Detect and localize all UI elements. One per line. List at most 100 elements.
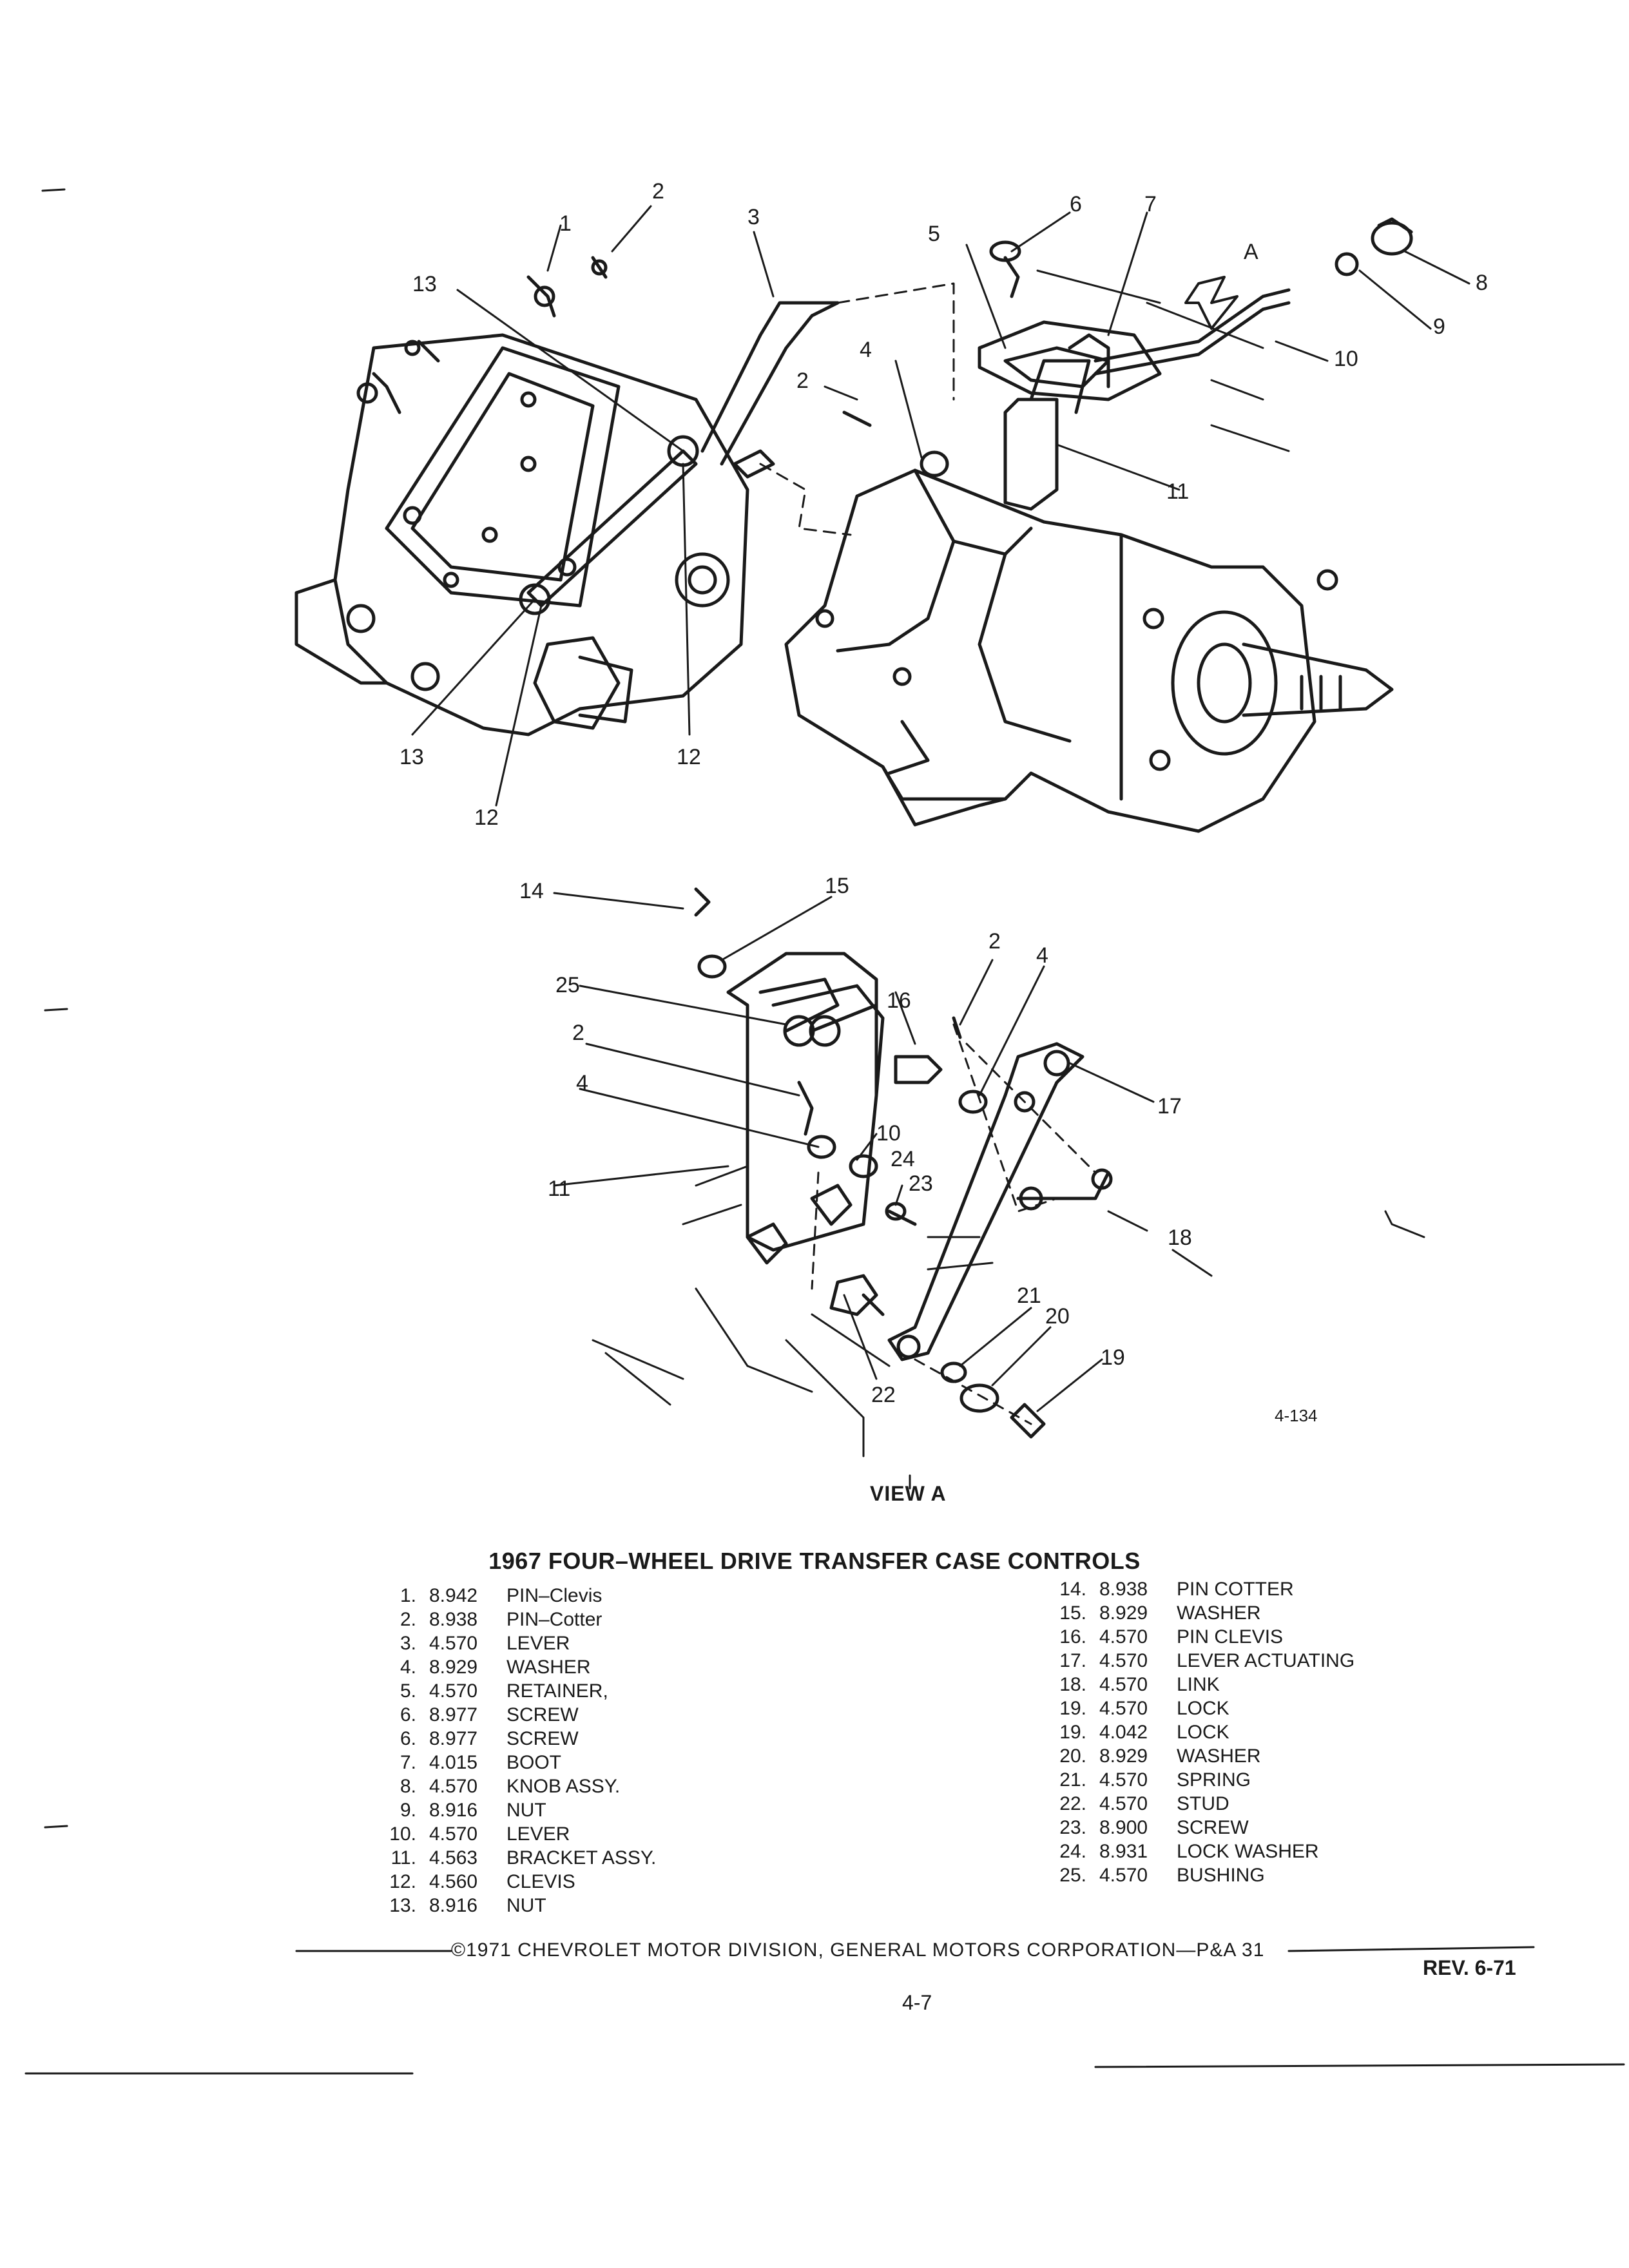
callout-23: 23 bbox=[909, 1171, 933, 1196]
part-number: 15. bbox=[1059, 1602, 1086, 1624]
part-name: PIN CLEVIS bbox=[1177, 1626, 1284, 1648]
part-number: 8. bbox=[400, 1776, 416, 1797]
part-name: SCREW bbox=[506, 1728, 579, 1749]
part-number: 16. bbox=[1059, 1626, 1086, 1648]
part-code: 8.929 bbox=[1099, 1745, 1148, 1767]
part-number: 6. bbox=[400, 1704, 416, 1725]
callout-17: 17 bbox=[1157, 1094, 1182, 1119]
part-code: 4.570 bbox=[1099, 1769, 1148, 1791]
part-code: 4.570 bbox=[1099, 1865, 1148, 1886]
part-code: 8.929 bbox=[1099, 1602, 1148, 1624]
part-name: BOOT bbox=[506, 1752, 562, 1773]
callout-13-lower: 13 bbox=[400, 745, 424, 769]
parts-list-row: 7. 4.015 BOOT bbox=[378, 1751, 656, 1774]
part-number: 1. bbox=[400, 1585, 416, 1606]
callout-15: 15 bbox=[825, 874, 849, 898]
part-name: LEVER ACTUATING bbox=[1177, 1650, 1355, 1671]
part-number: 2. bbox=[400, 1609, 416, 1630]
part-name: SPRING bbox=[1177, 1769, 1251, 1791]
callout-18: 18 bbox=[1168, 1225, 1192, 1250]
part-number: 19. bbox=[1059, 1698, 1086, 1719]
part-name: PIN–Cotter bbox=[506, 1609, 602, 1630]
part-number: 7. bbox=[400, 1752, 416, 1773]
part-number: 20. bbox=[1059, 1745, 1086, 1767]
callout-1: 1 bbox=[559, 211, 572, 236]
part-name: SCREW bbox=[1177, 1817, 1249, 1838]
part-code: 4.560 bbox=[429, 1871, 478, 1892]
part-code: 4.570 bbox=[429, 1776, 478, 1797]
part-name: PIN COTTER bbox=[1177, 1579, 1294, 1600]
part-code: 4.042 bbox=[1099, 1722, 1148, 1743]
part-number: 4. bbox=[400, 1657, 416, 1678]
copyright-footer: ©1971 CHEVROLET MOTOR DIVISION, GENERAL … bbox=[451, 1939, 1265, 1961]
callout-20: 20 bbox=[1045, 1304, 1070, 1329]
callout-25: 25 bbox=[555, 973, 580, 997]
callout-4-left: 4 bbox=[576, 1071, 588, 1095]
part-name: KNOB ASSY. bbox=[506, 1776, 621, 1797]
parts-list-row: 2. 8.938 PIN–Cotter bbox=[378, 1608, 656, 1631]
parts-list-row: 16. 4.570 PIN CLEVIS bbox=[1048, 1625, 1354, 1649]
callout-19: 19 bbox=[1101, 1345, 1125, 1370]
part-number: 19. bbox=[1059, 1722, 1086, 1743]
callout-14: 14 bbox=[519, 879, 544, 903]
callout-24: 24 bbox=[891, 1147, 915, 1171]
part-code: 8.916 bbox=[429, 1895, 478, 1916]
part-code: 8.916 bbox=[429, 1800, 478, 1821]
part-number: 10. bbox=[389, 1823, 416, 1845]
part-code: 8.942 bbox=[429, 1585, 478, 1606]
arrow-a-label: A bbox=[1244, 240, 1258, 264]
part-number: 6. bbox=[400, 1728, 416, 1749]
part-number: 11. bbox=[390, 1847, 416, 1869]
part-code: 4.570 bbox=[429, 1633, 478, 1654]
part-number: 14. bbox=[1059, 1579, 1086, 1600]
part-code: 4.015 bbox=[429, 1752, 478, 1773]
part-code: 8.938 bbox=[1099, 1579, 1148, 1600]
callout-10: 10 bbox=[1334, 347, 1358, 371]
part-name: RETAINER, bbox=[506, 1680, 608, 1702]
part-code: 4.563 bbox=[429, 1847, 478, 1869]
parts-list-row: 14. 8.938 PIN COTTER bbox=[1048, 1577, 1354, 1601]
part-code: 8.900 bbox=[1099, 1817, 1148, 1838]
part-name: WASHER bbox=[506, 1657, 591, 1678]
part-name: BUSHING bbox=[1177, 1865, 1265, 1886]
view-a-label: VIEW A bbox=[870, 1482, 947, 1505]
part-name: STUD bbox=[1177, 1793, 1229, 1814]
part-code: 8.938 bbox=[429, 1609, 478, 1630]
callout-12: 12 bbox=[677, 745, 701, 769]
part-code: 4.570 bbox=[1099, 1674, 1148, 1695]
part-code: 8.931 bbox=[1099, 1841, 1148, 1862]
callout-7: 7 bbox=[1144, 192, 1157, 216]
part-code: 4.570 bbox=[1099, 1626, 1148, 1648]
callout-9: 9 bbox=[1433, 314, 1445, 339]
part-number: 22. bbox=[1059, 1793, 1086, 1814]
part-number: 9. bbox=[400, 1800, 416, 1821]
parts-list-row: 8. 4.570 KNOB ASSY. bbox=[378, 1774, 656, 1798]
callout-10-view: 10 bbox=[876, 1121, 901, 1146]
callout-11: 11 bbox=[1166, 479, 1190, 504]
callout-12-lower: 12 bbox=[474, 805, 499, 830]
callout-3: 3 bbox=[747, 205, 760, 229]
part-code: 4.570 bbox=[429, 1823, 478, 1845]
part-number: 5. bbox=[400, 1680, 416, 1702]
part-code: 4.570 bbox=[1099, 1698, 1148, 1719]
callout-16: 16 bbox=[887, 988, 911, 1013]
part-code: 4.570 bbox=[429, 1680, 478, 1702]
